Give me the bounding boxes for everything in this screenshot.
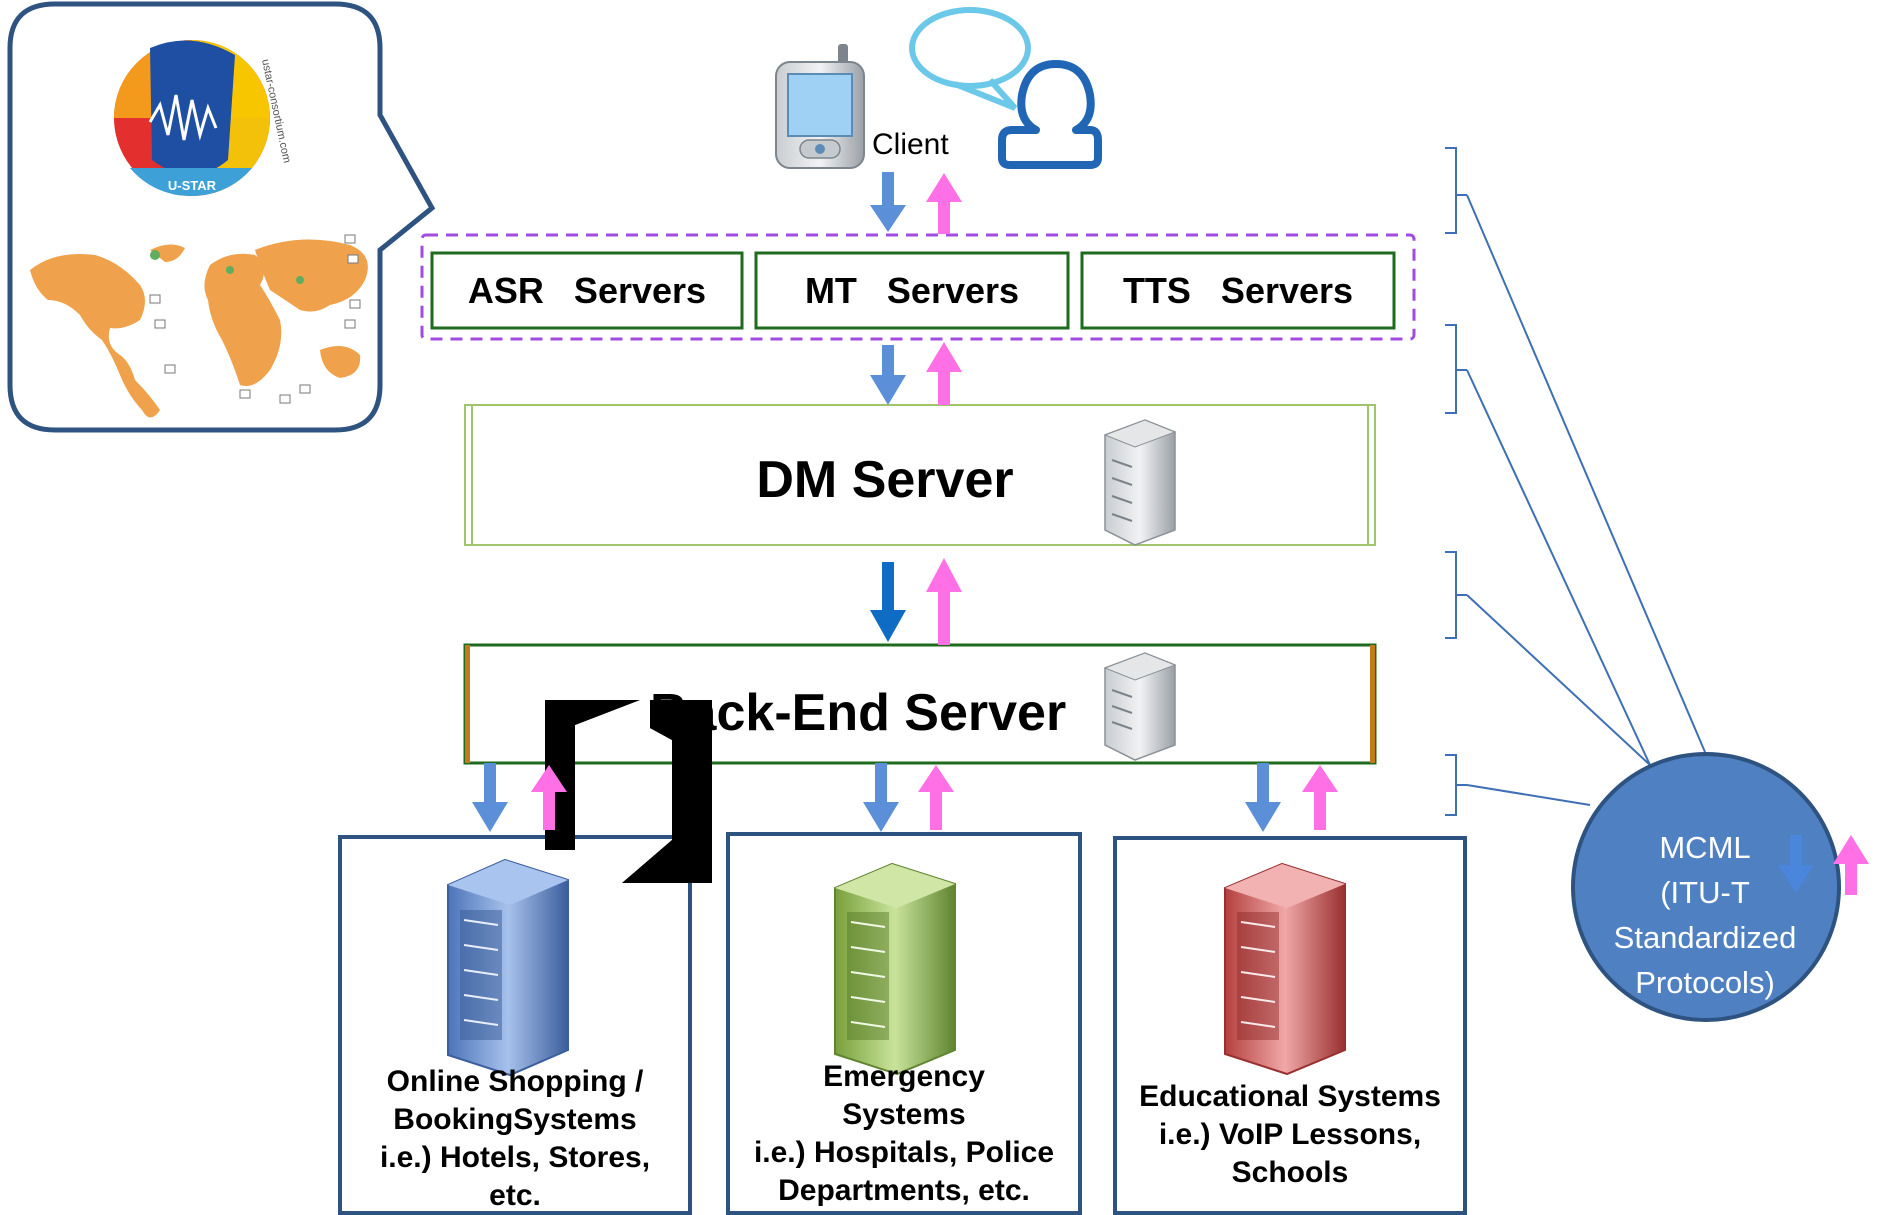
down-arrow — [863, 763, 899, 832]
emergency-line: Systems — [842, 1098, 966, 1131]
educational-line: Schools — [1231, 1156, 1349, 1189]
emergency-line: Departments, etc. — [778, 1174, 1030, 1207]
online-shopping-line: BookingSystems — [393, 1103, 637, 1136]
tts-servers-label: TTS Servers — [1122, 269, 1354, 311]
educational-line: Educational Systems — [1139, 1080, 1441, 1113]
dm-server-box[interactable] — [464, 404, 1376, 546]
frontend-group — [420, 233, 1416, 341]
client-label: Client — [872, 128, 949, 161]
online-shopping-line: etc. — [489, 1179, 541, 1212]
educational-label: Educational Systems i.e.) VoIP Lessons, … — [1117, 1078, 1463, 1192]
user-icon — [998, 60, 1102, 169]
up-arrow — [1833, 835, 1869, 895]
backend-server-icon — [1103, 652, 1177, 761]
blue-server-icon — [447, 858, 569, 1077]
mt-servers-box[interactable] — [754, 251, 1070, 330]
dm-server-label: DM Server — [756, 451, 1014, 509]
down-arrow — [870, 345, 906, 405]
down-arrow — [1245, 763, 1281, 832]
world-map-icon — [30, 234, 368, 418]
backend-server-label: Back-End Server — [650, 684, 1067, 742]
protocol-brackets — [1445, 147, 1706, 816]
dm-server-icon — [1103, 419, 1177, 546]
mcml-circle[interactable] — [1571, 752, 1841, 1022]
mcml-line: Standardized — [1613, 920, 1797, 955]
online-shopping-label: Online Shopping / BookingSystems i.e.) H… — [342, 1063, 688, 1215]
emergency-line: i.e.) Hospitals, Police — [753, 1136, 1055, 1169]
educational-box[interactable] — [1113, 836, 1467, 1215]
up-arrow — [926, 558, 962, 645]
red-server-icon — [1224, 862, 1346, 1076]
up-arrow — [1302, 765, 1338, 830]
up-arrow — [926, 173, 962, 234]
online-shopping-line: Online Shopping / — [386, 1065, 644, 1098]
asr-servers-box[interactable] — [430, 251, 744, 330]
down-arrow — [1778, 835, 1814, 893]
online-shopping-box[interactable] — [338, 835, 692, 1215]
down-arrow — [870, 562, 906, 642]
emergency-label: Emergency Systems i.e.) Hospitals, Polic… — [730, 1058, 1078, 1210]
svg-text:U-STAR: U-STAR — [168, 178, 217, 193]
online-shopping-line: i.e.) Hotels, Stores, — [379, 1141, 651, 1174]
up-arrow — [918, 765, 954, 830]
ustar-logo-icon: U-STAR ustar-consortium.com — [114, 40, 293, 197]
asr-servers-label: ASR Servers — [467, 269, 707, 311]
green-server-icon — [834, 862, 956, 1076]
mcml-line: MCML — [1659, 830, 1751, 865]
mcml-line: Protocols) — [1635, 965, 1775, 1000]
chat-bubble-icon — [909, 7, 1031, 111]
mobile-phone-icon — [775, 44, 865, 169]
emergency-line: Emergency — [823, 1060, 985, 1093]
tts-servers-box[interactable] — [1080, 251, 1396, 330]
educational-line: i.e.) VoIP Lessons, — [1158, 1118, 1422, 1151]
up-arrow — [926, 342, 962, 405]
down-arrow — [870, 172, 906, 232]
mcml-label: MCML (ITU-T Standardized Protocols) — [1590, 825, 1820, 1005]
down-arrow — [472, 763, 508, 832]
mt-servers-label: MT Servers — [804, 269, 1020, 311]
emergency-box[interactable] — [726, 832, 1082, 1215]
mcml-line: (ITU-T — [1660, 875, 1750, 910]
